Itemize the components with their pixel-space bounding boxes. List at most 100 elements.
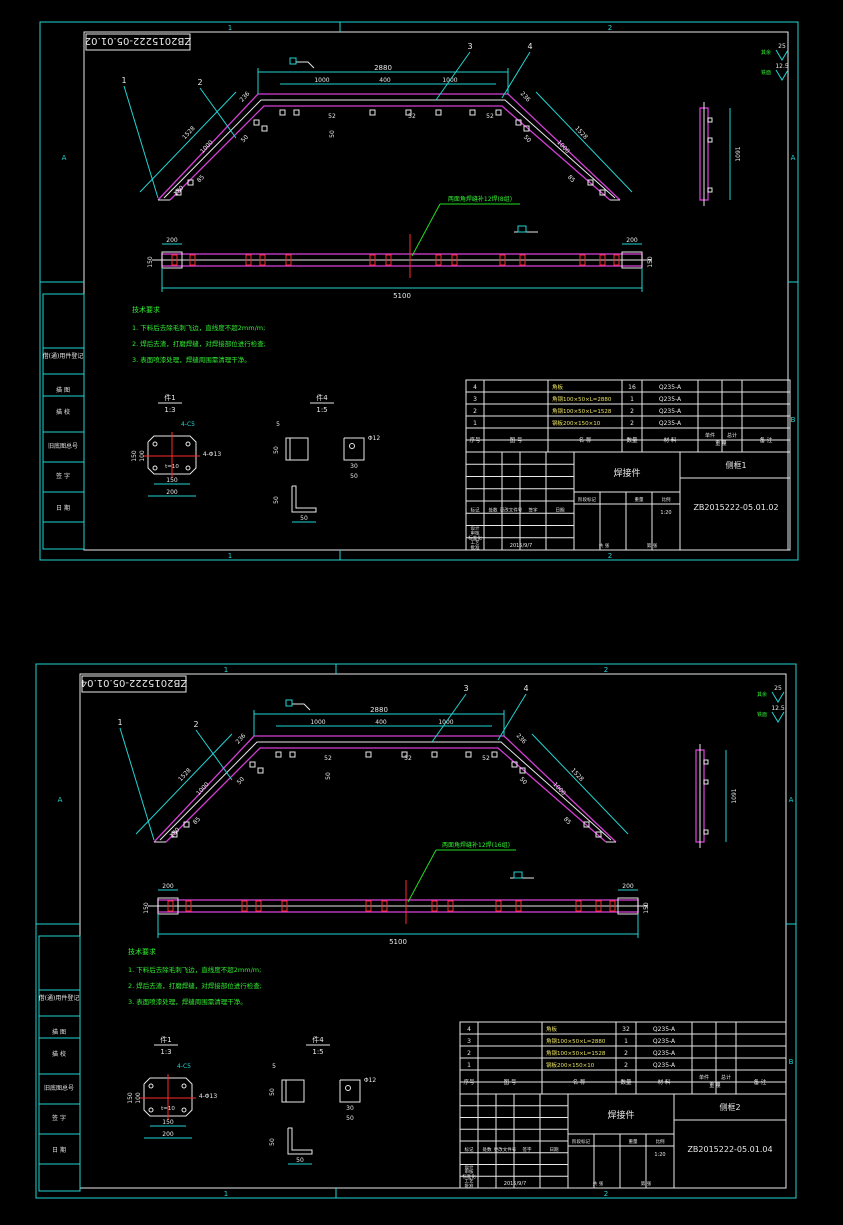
detail-scale: 1:5 — [312, 1048, 323, 1056]
bom-cell-desc: 角钢100×50×L=2880 — [552, 395, 612, 403]
weld-note-leader — [411, 203, 441, 257]
detail-title: 件4 — [312, 1035, 324, 1044]
dimension-text: 50 — [269, 1088, 276, 1096]
bom-header: 重 量 — [709, 1082, 721, 1089]
balloon-number: 1 — [117, 718, 122, 727]
title-small-label: 签字 — [523, 1146, 532, 1153]
frame-center-edge — [159, 741, 612, 841]
dimension-line — [135, 733, 233, 835]
dimension-text: 1000 — [195, 781, 211, 797]
dimension-text: 5 — [276, 421, 280, 428]
title-date: 2015/9/7 — [504, 1181, 526, 1187]
plan-gusset — [431, 900, 438, 912]
weld-symbol-icon — [513, 871, 523, 879]
balloon-number: 3 — [463, 684, 468, 693]
dimension-text: 50 — [346, 1115, 354, 1122]
dimension-text: 5100 — [389, 938, 407, 946]
dimension-text: 50 — [240, 134, 250, 144]
gusset-plate — [495, 109, 502, 116]
detail-title: 件4 — [316, 393, 328, 402]
bom-cell-no: 4 — [473, 384, 477, 391]
weld-note-leader — [407, 849, 437, 903]
bom-cell-mat: Q235-A — [659, 408, 682, 415]
tech-item: 3. 表面喷漆处理，焊缝周围需清理干净。 — [128, 997, 247, 1006]
tech-title: 技术要求 — [132, 305, 160, 314]
plate-outline — [147, 435, 197, 475]
plan-gusset — [595, 900, 602, 912]
bom-cell-desc: 角板 — [552, 383, 564, 391]
inner-border — [83, 31, 789, 551]
stamp-label: 日 期 — [56, 504, 70, 512]
zone-label: A — [58, 796, 63, 804]
balloon-number: 2 — [193, 720, 198, 729]
title-role-label: 工艺 — [465, 1179, 474, 1185]
bolt-hole — [349, 443, 355, 449]
weld-symbol-icon — [517, 225, 527, 233]
weld-symbol-icon — [296, 61, 315, 69]
dimension-text: 50 — [269, 1138, 276, 1146]
bom-cell-qty: 32 — [622, 1026, 630, 1033]
gusset-plate — [175, 189, 182, 196]
dimension-text: 85 — [196, 174, 206, 184]
gusset-plate — [257, 767, 264, 774]
balloon-number: 1 — [121, 76, 126, 85]
gusset-plate — [469, 109, 476, 116]
dimension-text: 30 — [346, 1105, 354, 1112]
hole-label: 4-Φ13 — [203, 451, 222, 458]
dimension-text: 1091 — [731, 788, 738, 803]
bom-cell-no: 1 — [467, 1062, 471, 1069]
dimension-text: 1000 — [314, 77, 329, 84]
bom-cell-qty: 1 — [630, 396, 634, 403]
dimension-text: 30 — [350, 463, 358, 470]
stamp-label: 借(通)用件登记 — [43, 352, 84, 360]
plan-gusset — [385, 254, 392, 266]
bom-cell-desc: 角钢100×50×L=1528 — [546, 1049, 606, 1057]
bom-cell-mat: Q235-A — [659, 396, 682, 403]
title-small-label: 标记 — [465, 1146, 474, 1153]
gusset-plate — [523, 125, 530, 132]
zone-label: B — [791, 416, 796, 424]
weld-symbol-icon — [285, 699, 293, 707]
balloon-leader — [195, 729, 233, 781]
title-cell-label: 共 张 — [593, 1180, 604, 1187]
gusset-plate — [253, 119, 260, 126]
bom-cell-desc: 钢板200×150×10 — [546, 1061, 595, 1069]
bom-header: 备 注 — [754, 1078, 767, 1086]
plan-gusset — [255, 900, 262, 912]
dimension-text: 52 — [486, 113, 494, 120]
balloon-number: 4 — [527, 42, 532, 51]
bolt-hole — [152, 465, 158, 471]
plan-gusset — [285, 254, 292, 266]
zone-label: 1 — [228, 552, 232, 560]
angle-plate-front — [285, 437, 309, 461]
roughness-label: 铣面 — [757, 711, 767, 718]
balloon-leader — [497, 693, 527, 741]
plan-gusset — [245, 254, 252, 266]
dimension-text: 5100 — [393, 292, 411, 300]
dimension-text: 236 — [234, 732, 247, 745]
plan-gusset — [495, 900, 502, 912]
bom-cell-qty: 2 — [624, 1062, 628, 1069]
dimension-text: 50 — [329, 130, 336, 138]
roughness-value: 25 — [774, 685, 782, 692]
bom-cell-no: 4 — [467, 1026, 471, 1033]
balloon-number: 3 — [467, 42, 472, 51]
roughness-icon — [771, 691, 785, 703]
bom-header: 名 称 — [573, 1078, 586, 1086]
gusset-plate — [703, 829, 709, 835]
bolt-hole — [152, 441, 158, 447]
title-cell-label: 重量 — [629, 1138, 638, 1145]
dimension-text: 52 — [324, 755, 332, 762]
dimension-text: 50 — [236, 776, 246, 786]
tech-item: 2. 焊后去渣，打磨焊缝，对焊接部位进行检查; — [128, 981, 262, 990]
gusset-plate — [707, 137, 713, 143]
roughness-label: 其余 — [761, 49, 771, 56]
frame-center-edge — [163, 99, 616, 199]
gusset-plate — [707, 117, 713, 123]
